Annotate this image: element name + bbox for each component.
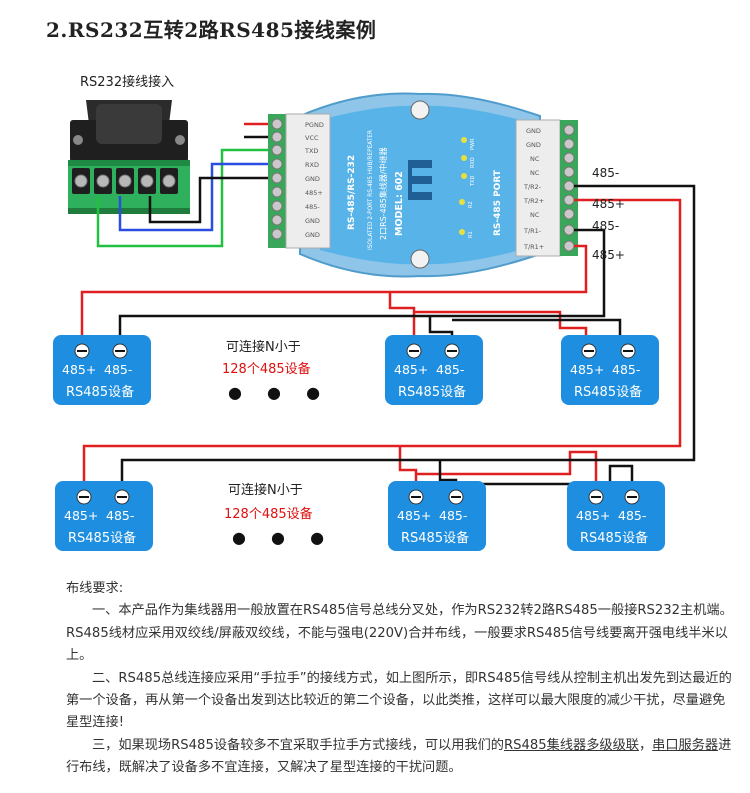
rs232-label: RS232接线接入 (80, 74, 174, 90)
hub-right-terminal-block: GND GND NC NC T/R2- T/R2+ NC T/R1- T/R1+ (515, 119, 578, 257)
right-term-1: GND (526, 141, 541, 149)
notes-para-3: 三，如果现场RS485设备较多不宜采取手拉手方式接线，可以用我们的RS485集线… (66, 735, 736, 780)
connect-note-line2: 128个485设备 (224, 506, 313, 522)
right-term-0: GND (526, 127, 541, 135)
notes-para-3-start: 三，如果现场RS485设备较多不宜采取手拉手方式接线，可以用我们的 (92, 737, 504, 753)
rs485-device: 485+ 485- RS485设备 (561, 335, 659, 405)
rs485-device: 485+ 485- RS485设备 (53, 335, 151, 405)
rs485-device: 485+ 485- RS485设备 (55, 481, 153, 551)
right-term-8: T/R1+ (523, 243, 544, 251)
left-term-5: 485+ (305, 189, 323, 197)
wire-label-4: 485+ (592, 248, 625, 262)
hub-port-label: RS-485 PORT (493, 169, 503, 236)
device-minus-label: 485- (436, 362, 464, 377)
left-term-3: RXD (305, 161, 319, 169)
left-term-2: TXD (304, 147, 318, 155)
device-name-label: RS485设备 (68, 530, 136, 546)
right-term-2: NC (530, 155, 540, 163)
wire-label-1: 485- (592, 166, 619, 180)
rs232-wires (96, 122, 285, 248)
hub-model-label: MODEL: 602 (394, 171, 405, 236)
connect-note-line1: 可连接N小于 (228, 482, 303, 498)
hub-side-left-label: RS-485/RS-232 (347, 155, 357, 230)
device-plus-label: 485+ (570, 362, 604, 377)
connect-note-line1: 可连接N小于 (226, 339, 301, 355)
device-plus-label: 485+ (394, 362, 428, 377)
device-name-label: RS485设备 (401, 530, 469, 546)
left-term-8: GND (305, 231, 320, 239)
db9-connector (68, 100, 190, 214)
wire-label-3: 485- (592, 219, 619, 233)
hub-isolated-label: ISOLATED 2-PORT RS-485 HUB/REPEATER (368, 130, 374, 250)
left-term-0: PGND (305, 121, 324, 129)
hub-model-cn-label: 2口RS-485集线器/中继器 (378, 147, 388, 240)
connect-note-upper: 可连接N小于 128个485设备 ● ● ● (222, 339, 330, 402)
wire-label-2: 485+ (592, 197, 625, 211)
ellipsis-dots: ● ● ● (228, 383, 330, 402)
page-title: 2.RS232互转2路RS485接线案例 (46, 18, 377, 42)
device-plus-label: 485+ (576, 508, 610, 523)
rs485-device: 485+ 485- RS485设备 (385, 335, 483, 405)
device-minus-label: 485- (104, 362, 132, 377)
device-plus-label: 485+ (64, 508, 98, 523)
device-name-label: RS485设备 (66, 384, 134, 400)
device-name-label: RS485设备 (574, 384, 642, 400)
notes-para-1: 一、本产品作为集线器用一般放置在RS485信号总线分叉处，作为RS232转2路R… (66, 603, 733, 664)
notes-para-3-end: 进行布线，既解决了设备多不宜连接，又解决了星型连接的干扰问题。 (66, 737, 732, 776)
hub-led-pwr: PWR (470, 138, 476, 150)
left-term-1: VCC (305, 134, 319, 142)
right-term-5: T/R2+ (523, 197, 544, 205)
serial-server-link[interactable]: 串口服务器 (652, 737, 719, 753)
device-name-label: RS485设备 (580, 530, 648, 546)
rs485-device: 485+ 485- RS485设备 (567, 481, 665, 551)
right-term-4: T/R2- (523, 183, 542, 191)
notes-para-2: 二、RS485总线连接应采用“手拉手”的接线方式，如上图所示，即RS485信号线… (66, 670, 732, 731)
device-minus-label: 485- (612, 362, 640, 377)
rs485-hub: RS-485/RS-232 ISOLATED 2-PORT RS-485 HUB… (299, 92, 541, 278)
hub-led-txd: TXD (470, 176, 476, 187)
device-plus-label: 485+ (62, 362, 96, 377)
right-term-7: T/R1- (523, 227, 542, 235)
wiring-requirements: 布线要求: 一、本产品作为集线器用一般放置在RS485信号总线分叉处，作为RS2… (66, 578, 736, 780)
device-minus-label: 485- (439, 508, 467, 523)
left-term-6: 485- (305, 203, 320, 211)
ellipsis-dots: ● ● ● (232, 528, 334, 547)
right-term-6: NC (530, 211, 540, 219)
left-term-4: GND (305, 175, 320, 183)
device-plus-label: 485+ (397, 508, 431, 523)
hub-left-terminal-block: PGND VCC TXD RXD GND 485+ 485- GND GND (268, 113, 331, 249)
device-minus-label: 485- (106, 508, 134, 523)
connect-note-lower: 可连接N小于 128个485设备 ● ● ● (224, 482, 334, 547)
notes-para-3-sep: ， (638, 737, 653, 753)
hub-cascade-link[interactable]: RS485集线器多级级联 (503, 737, 639, 753)
left-term-7: GND (305, 217, 320, 225)
connect-note-line2: 128个485设备 (222, 361, 311, 377)
notes-heading: 布线要求: (66, 581, 124, 596)
hub-led-r2: R2 (468, 201, 474, 208)
device-name-label: RS485设备 (398, 384, 466, 400)
device-minus-label: 485- (618, 508, 646, 523)
wiring-diagram: RS232接线接入 (53, 74, 696, 551)
hub-led-rxd: RXD (470, 157, 476, 168)
right-term-3: NC (530, 169, 540, 177)
rs485-device: 485+ 485- RS485设备 (388, 481, 486, 551)
hub-led-r1: R1 (468, 231, 474, 238)
